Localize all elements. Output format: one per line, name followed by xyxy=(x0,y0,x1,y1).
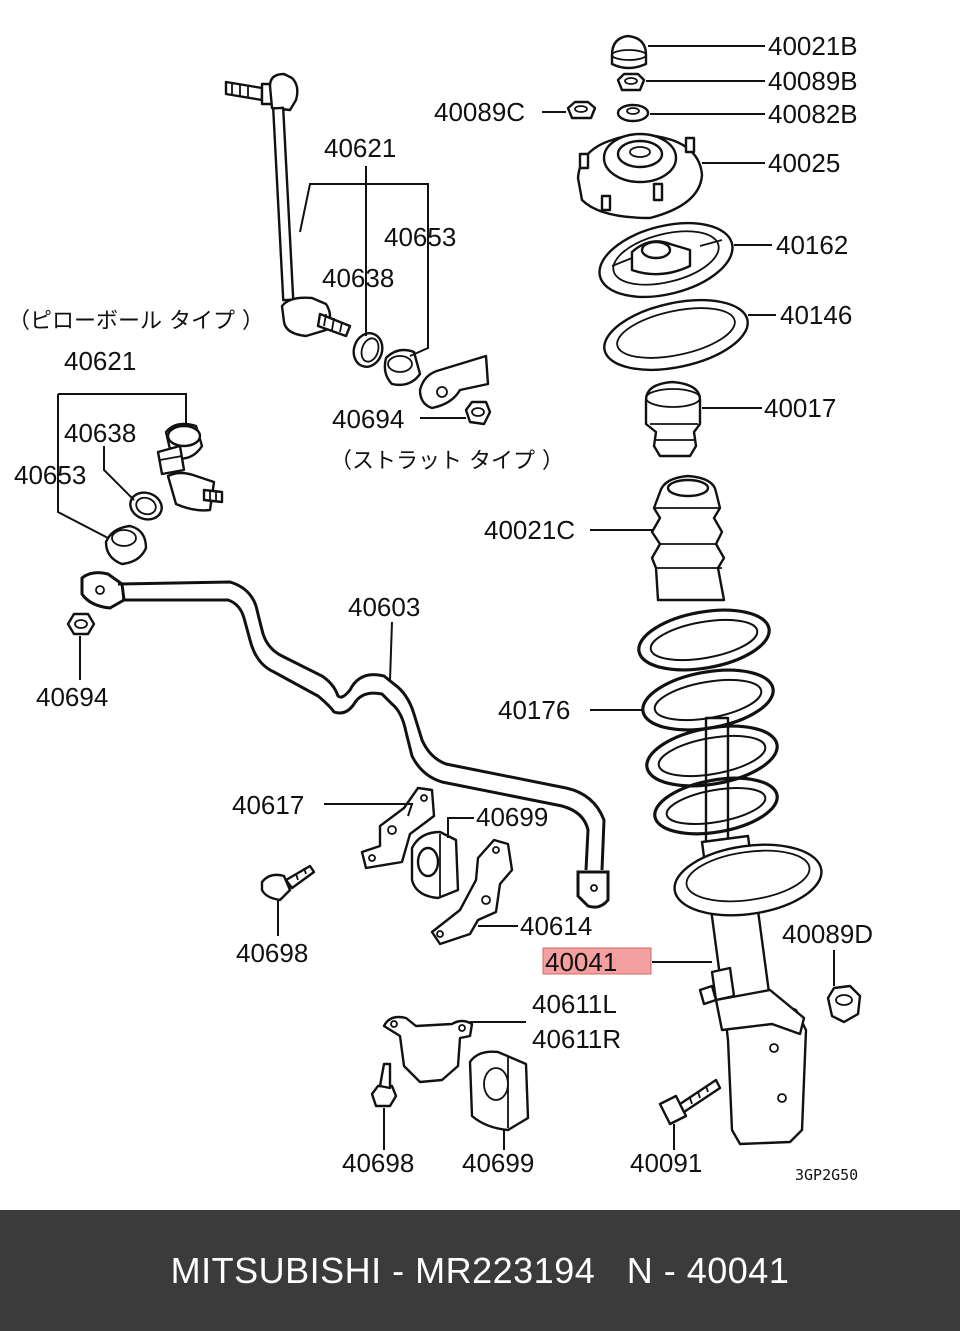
part-link-assembly-lower xyxy=(156,422,224,512)
label-40699-upper: 40699 xyxy=(476,802,548,832)
label-40621-lower: 40621 xyxy=(64,346,136,376)
part-40021B-cap xyxy=(610,34,648,70)
label-40082B: 40082B xyxy=(768,99,858,129)
label-40698-lower: 40698 xyxy=(342,1148,414,1178)
part-40699-bushing-lower xyxy=(468,1050,530,1132)
part-40653-boot-upper xyxy=(383,348,422,387)
label-40041: 40041 xyxy=(545,947,617,977)
note-pillowball-type: （ピローボール タイプ ） xyxy=(8,309,264,334)
label-40176: 40176 xyxy=(498,695,570,725)
label-40621-upper: 40621 xyxy=(324,133,396,163)
part-40638-ring-lower xyxy=(129,491,163,521)
label-40611R: 40611R xyxy=(532,1024,621,1054)
part-40653-boot-lower xyxy=(104,524,148,566)
label-40638-upper: 40638 xyxy=(322,263,394,293)
part-40082B-washer xyxy=(616,103,650,123)
part-40699-bushing-upper xyxy=(410,830,460,900)
part-40021C-dust-boot xyxy=(650,474,726,602)
part-link-assembly-upper xyxy=(224,72,352,338)
part-40089B-nut xyxy=(616,72,646,92)
label-40021B: 40021B xyxy=(768,31,858,61)
part-40089D-nut xyxy=(826,984,862,1024)
part-40089C-nut xyxy=(566,100,597,120)
exploded-view: 40021B 40089B 40089C 40082B 40025 40162 … xyxy=(8,31,873,1184)
part-40146-insulator xyxy=(603,299,749,371)
part-40162-spring-seat xyxy=(598,221,734,299)
label-40162: 40162 xyxy=(776,230,848,260)
part-40091-bolt xyxy=(658,1078,722,1126)
label-40025: 40025 xyxy=(768,148,840,178)
label-40146: 40146 xyxy=(780,300,852,330)
part-40614-bracket xyxy=(430,838,514,946)
label-40694-upper: 40694 xyxy=(332,404,404,434)
label-40698-upper: 40698 xyxy=(236,938,308,968)
note-strut-type: （ストラット タイプ ） xyxy=(330,449,564,474)
part-40176-coil-spring xyxy=(637,608,779,836)
label-40089B: 40089B xyxy=(768,66,858,96)
part-40617-bracket xyxy=(360,786,436,870)
part-40694-nut-upper xyxy=(464,400,492,426)
label-40089C: 40089C xyxy=(434,97,525,127)
label-40614: 40614 xyxy=(520,911,592,941)
label-40617: 40617 xyxy=(232,790,304,820)
label-40699-lower: 40699 xyxy=(462,1148,534,1178)
part-40694-nut-lower xyxy=(66,612,96,636)
part-strut-bracket xyxy=(418,354,490,410)
part-40611-bracket xyxy=(382,1015,474,1084)
part-number-text: MITSUBISHI - MR223194 N - 40041 xyxy=(170,1249,790,1291)
label-40653-lower: 40653 xyxy=(14,460,86,490)
label-40089D: 40089D xyxy=(782,919,873,949)
label-40694-lower: 40694 xyxy=(36,682,108,712)
part-40638-ring-upper xyxy=(352,332,384,368)
label-40021C: 40021C xyxy=(484,515,575,545)
part-40698-bolt-upper xyxy=(260,864,316,902)
label-40653-upper: 40653 xyxy=(384,222,456,252)
label-40603: 40603 xyxy=(348,592,420,622)
part-labels: 40021B 40089B 40089C 40082B 40025 40162 … xyxy=(8,31,873,1184)
part-40017-bump-stopper xyxy=(644,380,702,458)
part-40603-stabilizer-bar xyxy=(80,571,610,909)
highlight-box-40041 xyxy=(542,947,652,975)
part-40698-bolt-lower xyxy=(370,1062,398,1108)
drawing-code: 3GP2G50 xyxy=(795,1166,858,1184)
label-40611L: 40611L xyxy=(532,989,617,1019)
part-40025-upper-mount xyxy=(576,132,704,220)
part-number-footer: MITSUBISHI - MR223194 N - 40041 xyxy=(0,1210,960,1331)
label-40638-lower: 40638 xyxy=(64,418,136,448)
label-40017: 40017 xyxy=(764,393,836,423)
label-40091: 40091 xyxy=(630,1148,702,1178)
parts-diagram: 40021B 40089B 40089C 40082B 40025 40162 … xyxy=(8,31,874,1184)
